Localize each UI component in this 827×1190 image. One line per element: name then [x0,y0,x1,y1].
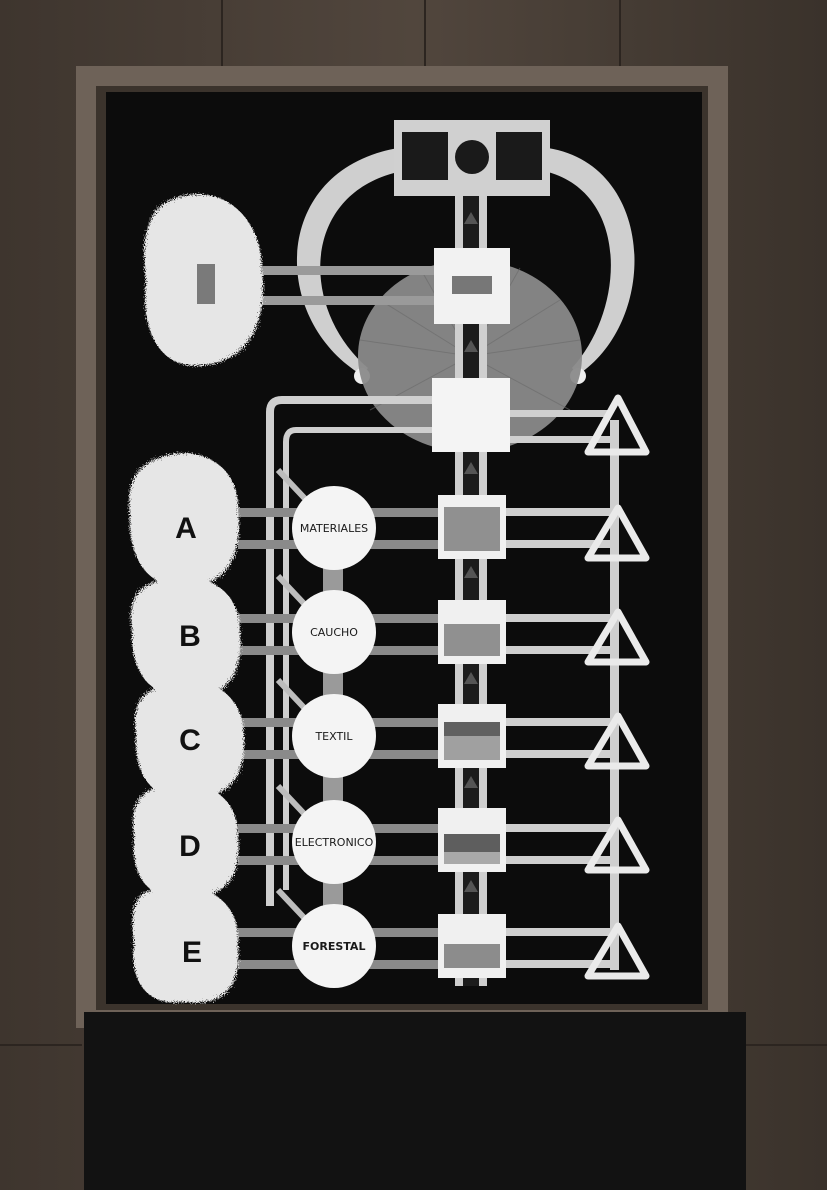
top-blob-icon [197,264,215,304]
sector-letter-a: A [175,512,197,545]
sector-label-d: ELECTRONICO [295,836,374,849]
top-blob-bar-2 [262,296,434,305]
upper-box-screen [452,276,492,294]
sector-letter-b: B [179,620,201,653]
top-box-left-square [402,132,448,180]
top-blob-bar-1 [262,266,434,275]
sector-label-a: MATERIALES [300,522,368,535]
top-box-center-dot [455,140,489,174]
sector-letter-c: C [179,724,201,757]
top-box-right-square [496,132,542,180]
base-cabinet [84,1012,746,1190]
central-box-right-bar-1 [510,410,610,417]
central-process-box [432,378,510,452]
right-bus [610,420,619,970]
sector-label-b: CAUCHO [310,626,358,639]
sector-label-e: FORESTAL [303,940,366,953]
sector-label-c: TEXTIL [314,730,353,743]
sector-letter-e: E [182,936,202,969]
sector-letter-d: D [179,830,201,863]
